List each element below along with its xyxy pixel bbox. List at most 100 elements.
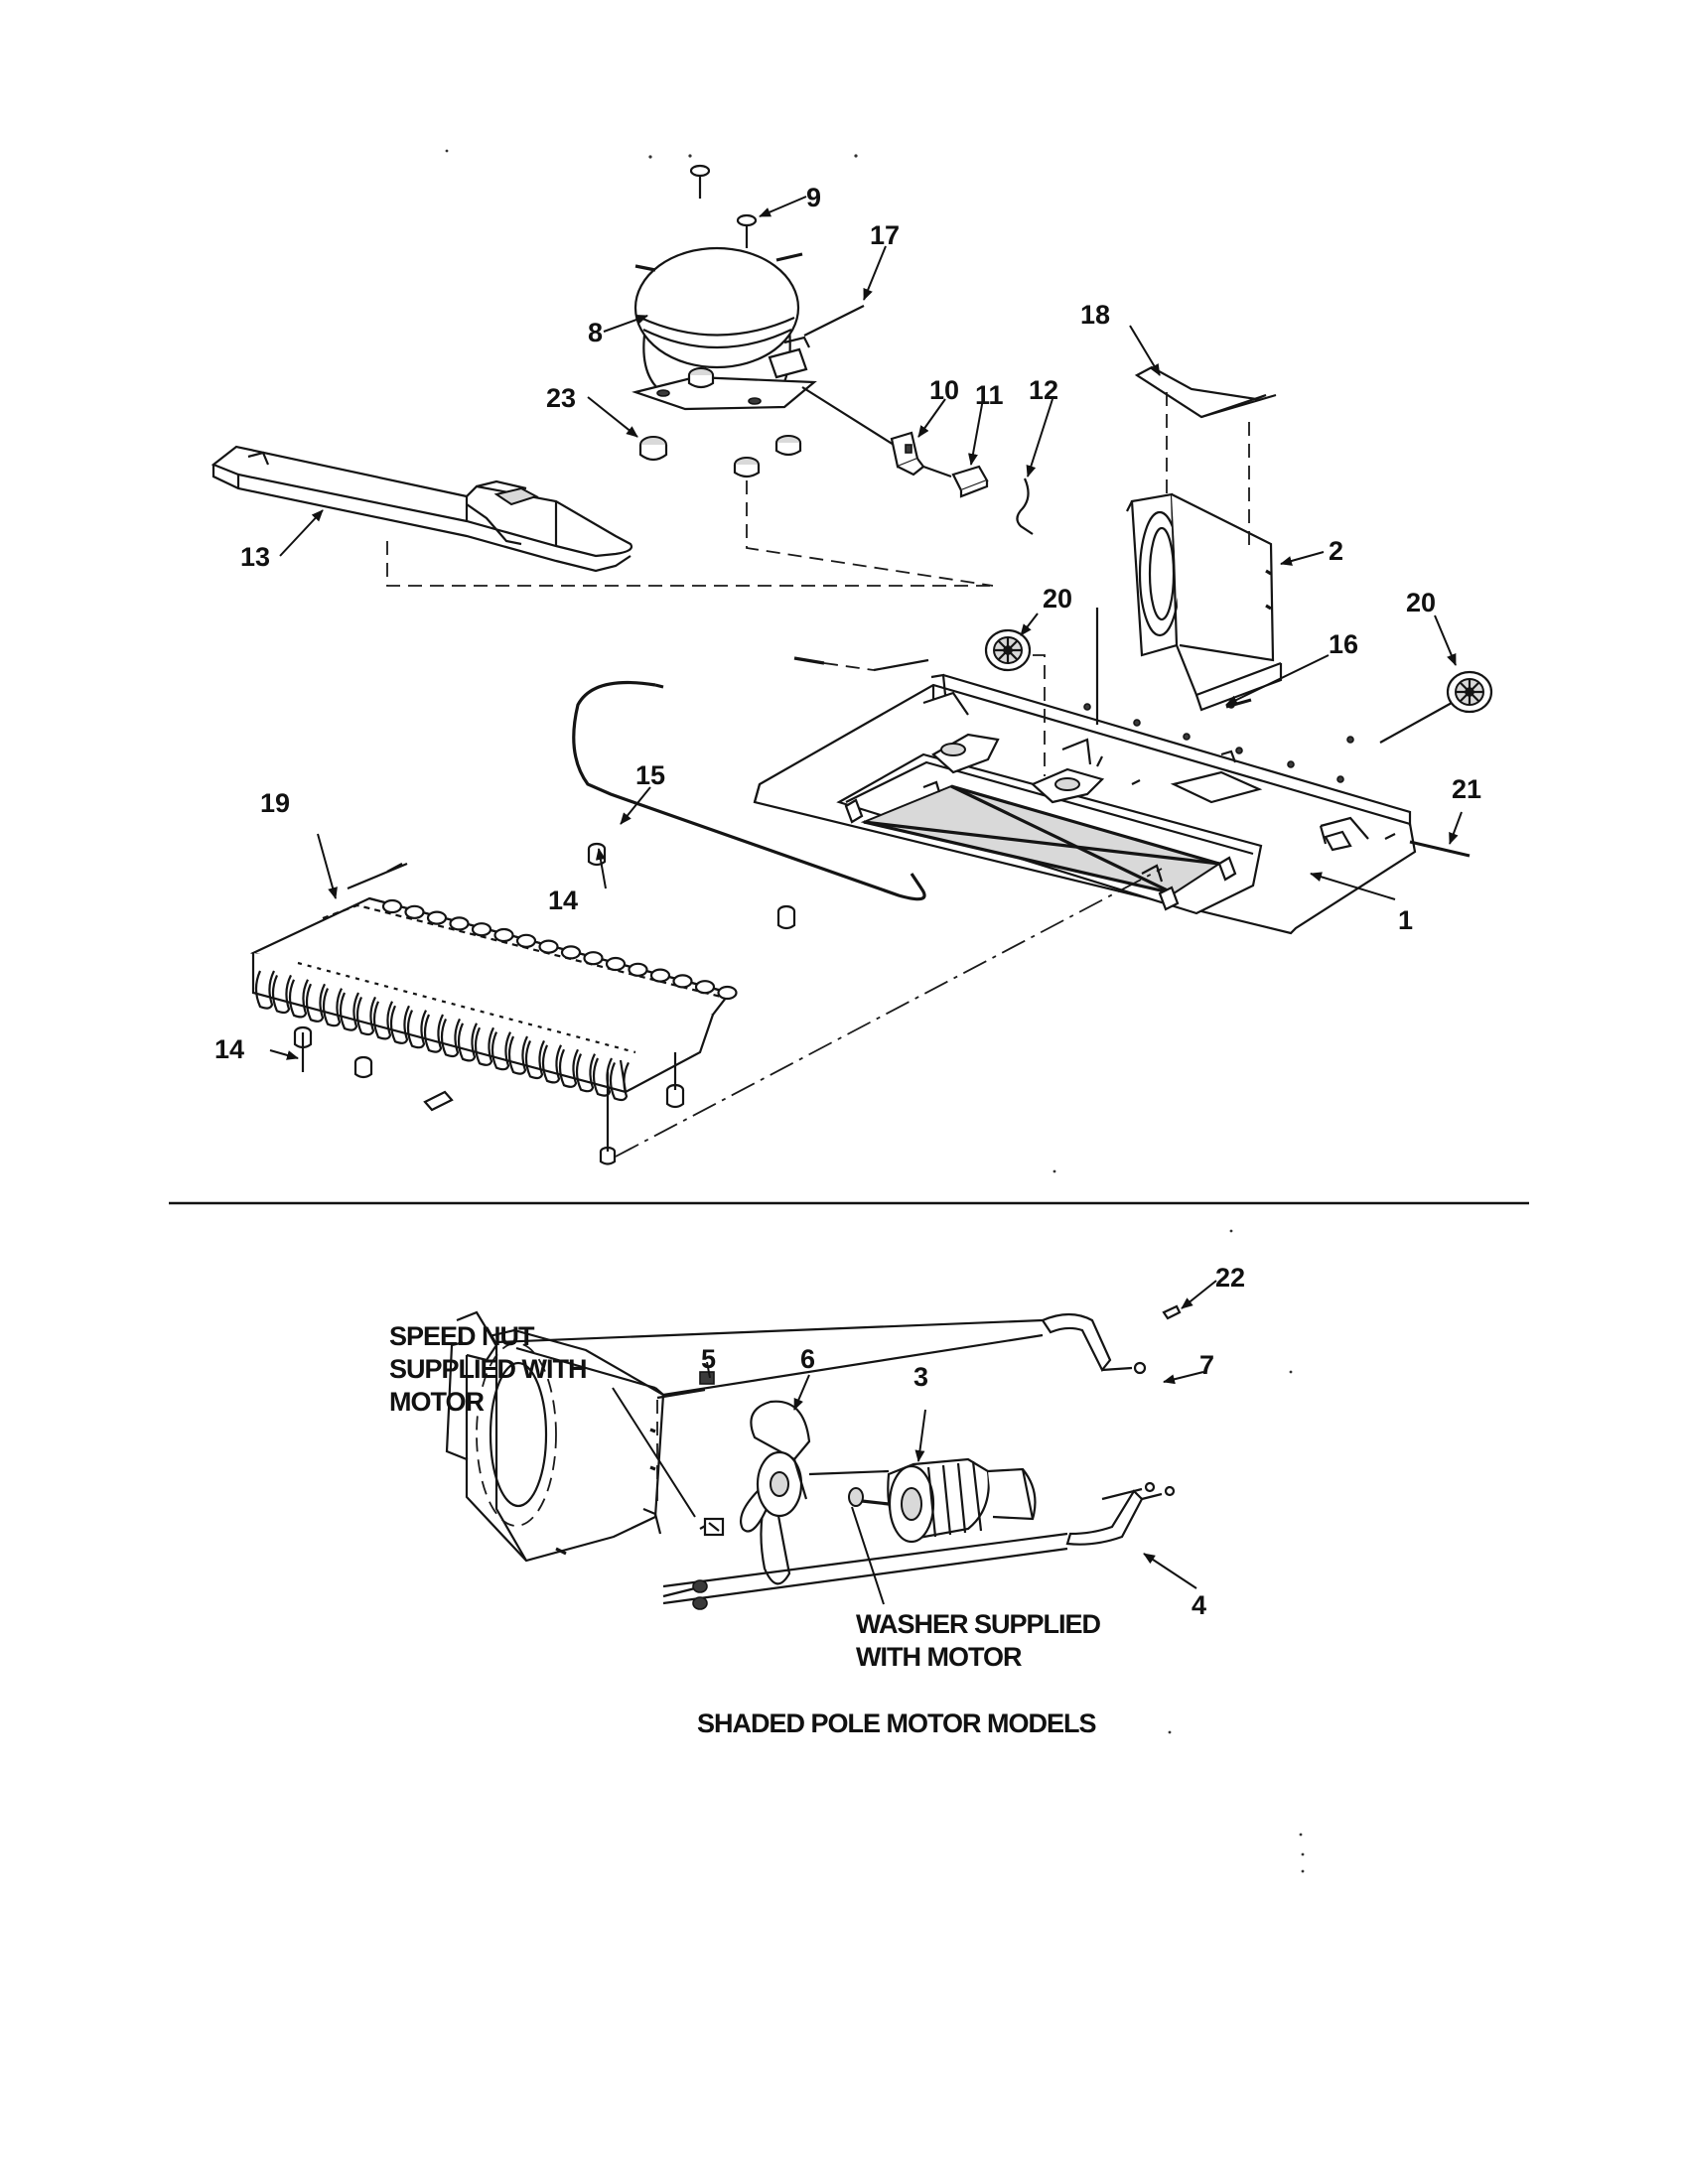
- axle-pin-21: [1409, 840, 1471, 858]
- coil-loop-top: [694, 980, 716, 995]
- notes: SPEED NUT SUPPLIED WITH MOTOR WASHER SUP…: [389, 1321, 1102, 1738]
- relay-connector: [922, 465, 952, 478]
- coil-loop-top: [583, 951, 604, 966]
- grommet-leader-dash: [746, 480, 994, 587]
- coil-loop-top: [672, 974, 693, 989]
- callout-23: 23: [546, 383, 576, 413]
- screw-22: [1162, 1304, 1182, 1320]
- fan-shroud-lower: [445, 1310, 665, 1563]
- condenser-tube-15: [572, 680, 926, 901]
- scan-specks: [445, 149, 1305, 1873]
- insulation-18: [1134, 365, 1277, 419]
- callout-12: 12: [1029, 375, 1058, 405]
- callout-labels: 1 2 3 4 5 6 7 8 9 10 11 12 13 14 14 15 1…: [214, 183, 1481, 1620]
- wire-17: [803, 305, 865, 337]
- coil-loop-front: [355, 996, 376, 1036]
- caption-shaded-pole: SHADED POLE MOTOR MODELS: [697, 1708, 1096, 1738]
- coil-loop-front: [322, 988, 343, 1027]
- coil-loop-top: [515, 933, 537, 948]
- callout-16: 16: [1329, 629, 1358, 659]
- coil-loop-front: [541, 1044, 562, 1084]
- callout-9: 9: [806, 183, 821, 212]
- pin-16: [1225, 698, 1252, 709]
- callout-6: 6: [800, 1344, 815, 1374]
- motor-bracket-7: [1041, 1312, 1147, 1375]
- coil-loop-top: [649, 968, 671, 983]
- washer: [848, 1487, 864, 1507]
- coil-loop-front: [288, 979, 309, 1019]
- callout-13: 13: [240, 542, 270, 572]
- axle-link-left: [873, 658, 929, 672]
- tray-leader-dash: [386, 541, 993, 587]
- spacer-14b: [776, 904, 796, 930]
- coil-loop-front: [339, 992, 359, 1031]
- coil-loop-front: [254, 970, 275, 1010]
- axle-pin-left: [793, 656, 825, 665]
- coil-loop-front: [507, 1035, 528, 1075]
- coil-loop-front: [406, 1010, 427, 1049]
- support-rod-lower-b: [662, 1547, 1068, 1605]
- condenser-coil-loops: [254, 898, 738, 1102]
- fan-bracket-2: [1126, 492, 1283, 712]
- relay-10: [890, 431, 925, 477]
- screw-9: [736, 213, 758, 248]
- bracket-line-top: [495, 1318, 1044, 1344]
- coil-loop-top: [471, 922, 492, 937]
- callout-3: 3: [913, 1362, 928, 1392]
- roller-20a: [984, 628, 1032, 672]
- note-speed-nut-line2: SUPPLIED WITH: [389, 1354, 587, 1384]
- speed-nut-5: [699, 1371, 722, 1532]
- callout-20-right: 20: [1406, 588, 1436, 617]
- callout-leaders: [269, 196, 1463, 1605]
- note-washer-line1: WASHER SUPPLIED: [856, 1609, 1101, 1639]
- support-rod-lower-a: [662, 1532, 1068, 1588]
- callout-20-left: 20: [1043, 584, 1072, 614]
- callout-10: 10: [929, 375, 959, 405]
- callout-22: 22: [1215, 1263, 1245, 1293]
- roller-20b: [1446, 670, 1493, 714]
- coil-loop-front: [389, 1005, 410, 1044]
- coil-loop-top: [605, 956, 627, 972]
- note-speed-nut-line1: SPEED NUT: [389, 1321, 535, 1351]
- fan-blade-6: [739, 1400, 811, 1585]
- coil-loop-front: [609, 1061, 630, 1102]
- callout-5: 5: [701, 1344, 716, 1374]
- coil-loop-top: [404, 904, 425, 919]
- grommet-23b: [687, 367, 715, 389]
- note-speed-nut-line3: MOTOR: [389, 1387, 484, 1417]
- coil-loop-front: [491, 1031, 511, 1071]
- motor-bracket-4: [1065, 1481, 1176, 1546]
- coil-loop-top: [381, 898, 403, 914]
- grommet-23d: [733, 457, 761, 478]
- note-washer-line2: WITH MOTOR: [856, 1642, 1022, 1672]
- callout-8: 8: [588, 318, 603, 347]
- coil-loop-front: [372, 1001, 393, 1040]
- coil-loop-front: [575, 1053, 596, 1093]
- coil-loop-front: [524, 1039, 545, 1080]
- drain-tray-13: [210, 445, 633, 573]
- spacer-coil-2: [423, 1090, 454, 1112]
- callout-15: 15: [635, 760, 665, 790]
- callout-1: 1: [1398, 905, 1413, 935]
- grommet-23a: [638, 436, 668, 462]
- roller-b-lead: [1379, 702, 1453, 744]
- spacer-coil-1: [353, 1055, 373, 1079]
- rod-nut-a: [692, 1579, 708, 1593]
- coil-loop-top: [717, 985, 738, 1001]
- coil-loop-front: [305, 983, 326, 1023]
- coil-loop-top: [560, 945, 582, 960]
- coil-loop-front: [558, 1048, 579, 1088]
- base-pan-1: [753, 673, 1417, 935]
- axle-pin-left-dash: [823, 662, 875, 671]
- callout-11: 11: [975, 380, 1004, 410]
- coil-loop-front: [423, 1014, 444, 1053]
- coil-loop-top: [493, 927, 514, 943]
- bracket-line-mid: [656, 1388, 706, 1400]
- coil-loop-front: [271, 974, 292, 1015]
- fan-motor-3: [861, 1457, 1037, 1544]
- coil-loop-top: [538, 939, 559, 954]
- coil-loop-top: [449, 916, 470, 931]
- coil-loop-front: [440, 1018, 461, 1058]
